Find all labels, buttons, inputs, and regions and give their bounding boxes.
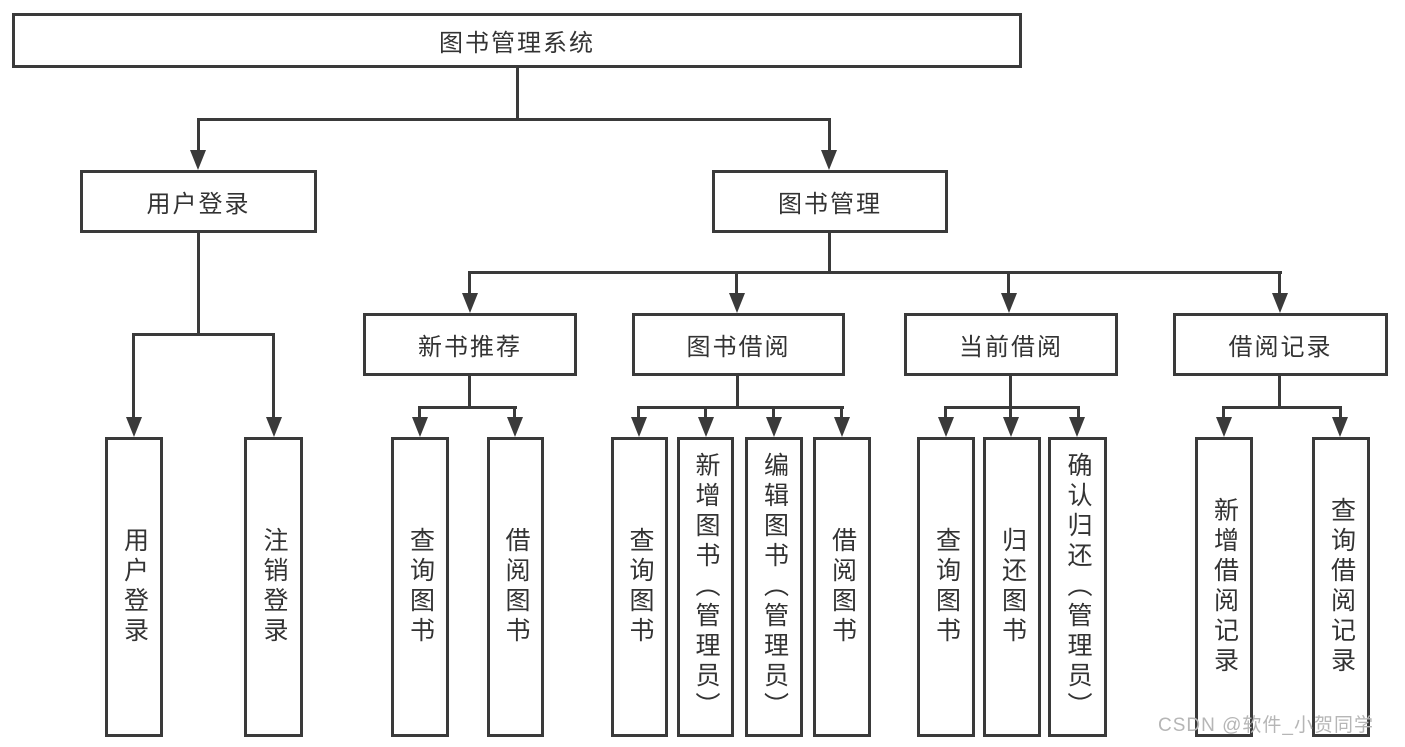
connector-line xyxy=(197,118,831,121)
connector-line xyxy=(736,374,739,409)
connector-line xyxy=(1007,271,1010,297)
leaf-query-borrow-record: 查询借阅记录 xyxy=(1312,437,1370,737)
node-root: 图书管理系统 xyxy=(12,13,1022,68)
leaf-return-books: 归还图书 xyxy=(983,437,1041,737)
arrow-down-icon xyxy=(821,150,837,170)
connector-line xyxy=(468,271,471,297)
connector-line xyxy=(1278,271,1281,297)
leaf-edit-books-admin: 编辑图书（管理员） xyxy=(745,437,803,737)
arrow-down-icon xyxy=(412,417,428,437)
leaf-borrow-books-recommend: 借阅图书 xyxy=(487,437,544,737)
arrow-down-icon xyxy=(766,417,782,437)
arrow-down-icon xyxy=(1332,417,1348,437)
connector-line xyxy=(735,271,738,297)
connector-line xyxy=(197,231,200,335)
node-borrowing-records: 借阅记录 xyxy=(1173,313,1388,376)
leaf-user-login: 用户登录 xyxy=(105,437,163,737)
arrow-down-icon xyxy=(834,417,850,437)
connector-line xyxy=(418,406,517,409)
arrow-down-icon xyxy=(1003,417,1019,437)
arrow-down-icon xyxy=(507,417,523,437)
connector-line xyxy=(637,406,844,409)
connector-line xyxy=(516,68,519,119)
arrow-down-icon xyxy=(126,417,142,437)
connector-line xyxy=(828,118,831,154)
connector-line xyxy=(1278,374,1281,409)
arrow-down-icon xyxy=(1272,293,1288,313)
node-user-login: 用户登录 xyxy=(80,170,317,233)
leaf-query-books-borrowing: 查询图书 xyxy=(611,437,668,737)
leaf-add-books-admin: 新增图书（管理员） xyxy=(677,437,734,737)
connector-line xyxy=(418,406,421,421)
connector-line xyxy=(1339,406,1342,421)
arrow-down-icon xyxy=(1069,417,1085,437)
connector-line xyxy=(1222,406,1342,409)
arrow-down-icon xyxy=(190,150,206,170)
arrow-down-icon xyxy=(698,417,714,437)
node-new-book-recommend: 新书推荐 xyxy=(363,313,577,376)
connector-line xyxy=(272,333,275,421)
arrow-down-icon xyxy=(266,417,282,437)
leaf-confirm-return-admin: 确认归还（管理员） xyxy=(1048,437,1107,737)
node-current-borrowing: 当前借阅 xyxy=(904,313,1118,376)
leaf-query-books-current: 查询图书 xyxy=(917,437,975,737)
arrow-down-icon xyxy=(729,293,745,313)
arrow-down-icon xyxy=(1001,293,1017,313)
connector-line xyxy=(468,374,471,409)
watermark: CSDN @软件_小贺同学 xyxy=(1158,715,1374,736)
arrow-down-icon xyxy=(938,417,954,437)
leaf-query-books-recommend: 查询图书 xyxy=(391,437,449,737)
connector-line xyxy=(468,271,1282,274)
connector-line xyxy=(1077,406,1080,421)
connector-line xyxy=(1009,406,1012,421)
connector-line xyxy=(944,406,947,421)
arrow-down-icon xyxy=(462,293,478,313)
leaf-borrow-books-borrowing: 借阅图书 xyxy=(813,437,871,737)
connector-line xyxy=(704,406,707,421)
connector-line xyxy=(1009,374,1012,409)
connector-line xyxy=(197,118,200,154)
connector-line xyxy=(1222,406,1225,421)
arrow-down-icon xyxy=(631,417,647,437)
arrow-down-icon xyxy=(1216,417,1232,437)
node-book-management: 图书管理 xyxy=(712,170,948,233)
connector-line xyxy=(132,333,275,336)
connector-line xyxy=(132,333,135,421)
connector-line xyxy=(944,406,1080,409)
connector-line xyxy=(513,406,516,421)
connector-line xyxy=(637,406,640,421)
node-book-borrowing: 图书借阅 xyxy=(632,313,845,376)
leaf-add-borrow-record: 新增借阅记录 xyxy=(1195,437,1253,737)
connector-line xyxy=(772,406,775,421)
leaf-logout: 注销登录 xyxy=(244,437,303,737)
connector-line xyxy=(828,231,831,274)
connector-line xyxy=(840,406,843,421)
